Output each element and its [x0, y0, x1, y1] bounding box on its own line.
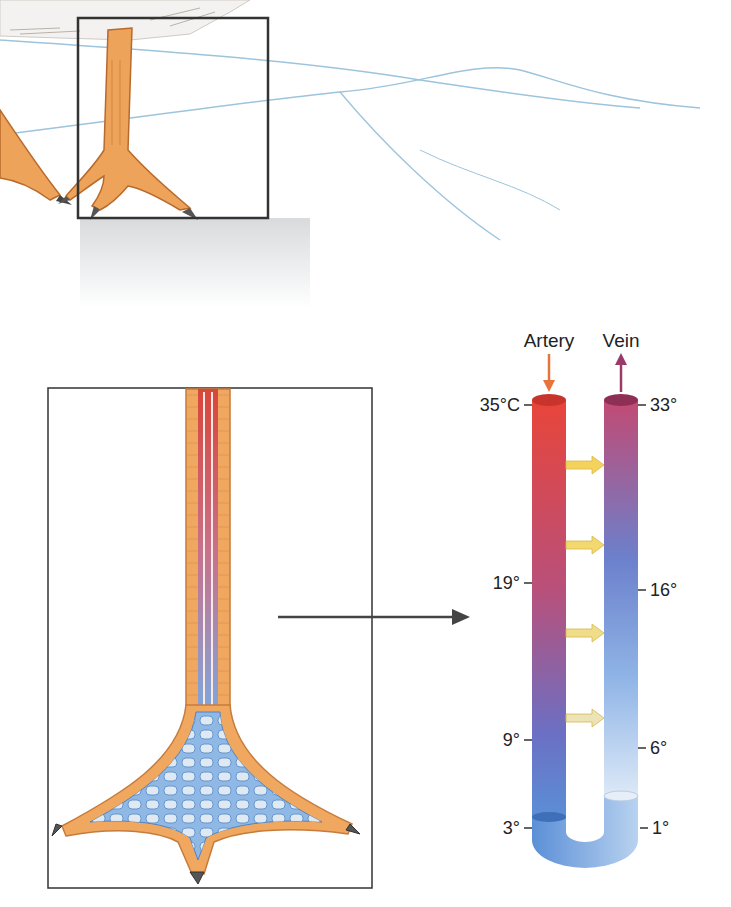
vessel-tube: Artery	[532, 400, 566, 818]
vessel-label: Vein	[603, 330, 640, 352]
vessel-label: Artery	[524, 330, 575, 352]
heat-transfer-arrow	[566, 536, 604, 554]
temperature-label: 35°C	[480, 396, 520, 414]
heat-transfer-arrow	[566, 709, 604, 727]
temperature-label: 16°	[650, 581, 677, 599]
temperature-label: 33°	[650, 396, 677, 414]
temperature-label: 3°	[503, 819, 520, 837]
temperature-label: 1°	[652, 819, 669, 837]
heat-transfer-arrow	[566, 456, 604, 474]
temperature-label: 19°	[493, 574, 520, 592]
temperature-label: 9°	[503, 731, 520, 749]
vessel-tube: Vein	[604, 400, 638, 796]
temperature-label: 6°	[650, 739, 667, 757]
heat-transfer-arrow	[566, 624, 604, 642]
